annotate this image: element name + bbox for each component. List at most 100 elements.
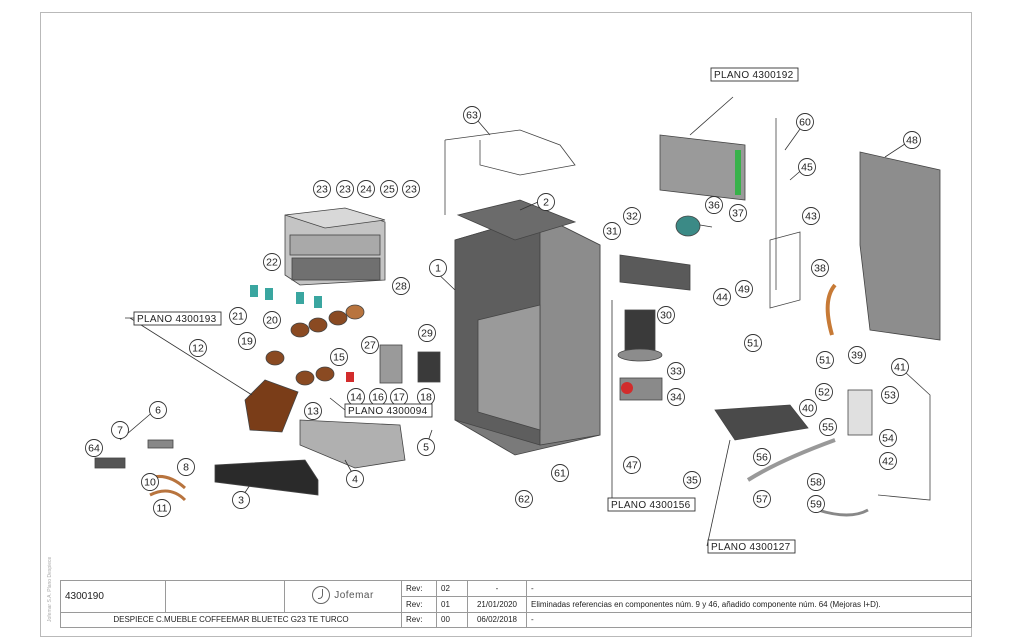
ingredient-hoppers [284,207,386,286]
plano-label-4300094: PLANO 4300094 [344,403,433,418]
callout-number: 23 [405,184,417,196]
callout-circle [735,280,753,298]
callout-13: 13 [304,402,322,420]
callout-21: 21 [229,307,247,325]
board-18 [417,351,441,383]
callout-number: 47 [626,460,638,472]
callout-circle [229,307,247,325]
callout-number: 55 [822,422,834,434]
callout-number: 52 [818,387,830,399]
callout-number: 15 [333,352,345,364]
callout-circle [815,383,833,401]
cabinet-body [454,214,601,456]
rev-date-0: - [467,580,527,597]
callout-circle [149,401,167,419]
callout-circle [417,438,435,456]
callout-number: 44 [716,292,728,304]
callout-60: 60 [796,113,814,131]
rev-number-0: 02 [436,580,468,597]
svg-text:PLANO 4300192: PLANO 4300192 [714,70,794,81]
plano-label-4300193: PLANO 4300193 [133,311,222,326]
callout-number: 10 [144,477,156,489]
drip-tray [299,419,406,469]
callout-47: 47 [623,456,641,474]
callout-63: 63 [463,106,481,124]
callout-number: 36 [708,200,720,212]
callout-number: 56 [756,452,768,464]
callout-49: 49 [735,280,753,298]
callout-28: 28 [392,277,410,295]
orange-tube [825,283,837,336]
rev-text-2: - [526,611,972,629]
callout-circle [705,196,723,214]
callout-37: 37 [729,204,747,222]
callout-number: 4 [352,474,358,486]
callout-number: 33 [670,366,682,378]
callout-number: 39 [851,350,863,362]
callout-circle [153,499,171,517]
callout-48: 48 [903,131,921,149]
callout-number: 29 [421,328,433,340]
callout-circle [881,386,899,404]
callout-8: 8 [177,458,195,476]
side-note: Jofemar S.A. Plano Despiece [47,556,53,622]
svg-text:PLANO 4300156: PLANO 4300156 [611,500,691,511]
callout-3: 3 [232,491,250,509]
callout-circle [879,452,897,470]
callout-number: 25 [383,184,395,196]
callout-number: 23 [339,184,351,196]
rev-date-2: 06/02/2018 [467,611,527,629]
callout-number: 49 [738,284,750,296]
callout-53: 53 [881,386,899,404]
callout-circle [463,106,481,124]
callout-14: 14 [347,388,365,406]
callout-circle [330,348,348,366]
boiler [617,309,663,362]
callout-number: 19 [241,336,253,348]
callout-circle [807,473,825,491]
filter-housing [847,389,873,436]
callout-number: 3 [238,495,244,507]
top-lid [456,199,577,241]
callout-number: 14 [350,392,362,404]
callout-64: 64 [85,439,103,457]
callout-circle [141,473,159,491]
valve-manifold [714,404,809,441]
callout-circle [903,131,921,149]
callout-2: 2 [537,193,555,211]
svg-text:PLANO 4300127: PLANO 4300127 [711,542,791,553]
callout-circle [380,180,398,198]
callout-33: 33 [667,362,685,380]
red-valve [346,372,354,382]
top-pipe-frame [444,129,576,215]
mixing-bowls [265,304,365,386]
callout-number: 58 [810,477,822,489]
callout-number: 30 [660,310,672,322]
callout-43: 43 [802,207,820,225]
callout-circle [667,388,685,406]
hose-57 [746,438,836,482]
callout-circle [111,421,129,439]
callout-55: 55 [819,418,837,436]
callout-number: 32 [626,211,638,223]
drawing-code: 4300190 [60,580,166,613]
callout-circle [85,439,103,457]
callout-35: 35 [683,471,701,489]
hose-41 [877,371,931,501]
callout-34: 34 [667,388,685,406]
rear-panel [859,151,941,341]
callout-27: 27 [361,336,379,354]
callout-circle [263,311,281,329]
callout-12: 12 [189,339,207,357]
callout-circle [537,193,555,211]
callout-number: 8 [183,462,189,474]
callout-61: 61 [551,464,569,482]
callout-17: 17 [390,388,408,406]
callout-23c: 23 [402,180,420,198]
callout-59: 59 [807,495,825,513]
brewer-module [244,379,299,433]
callout-number: 60 [799,117,811,129]
accessory-kit [94,439,187,502]
callout-number: 51 [747,338,759,350]
